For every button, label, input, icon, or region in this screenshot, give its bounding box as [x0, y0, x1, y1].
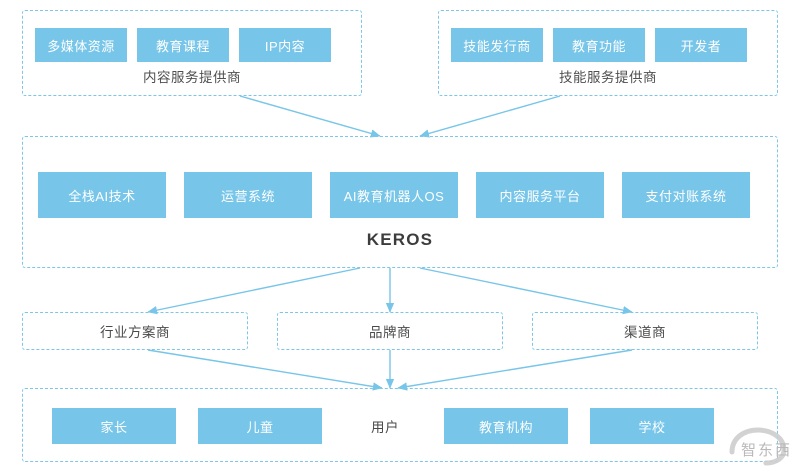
- connector-industry-to-users: [147, 349, 383, 391]
- connector-channel-to-users: [397, 349, 633, 391]
- chip-operation-system[interactable]: 运营系统: [184, 172, 312, 218]
- group-industry-solution-provider: [22, 312, 248, 350]
- connector-platform-to-industry: [147, 267, 361, 315]
- chip-ai-education-robot-os[interactable]: AI教育机器人OS: [330, 172, 458, 218]
- caption-content-service-provider: 内容服务提供商: [143, 70, 241, 85]
- connector-platform-to-channel: [419, 267, 633, 315]
- label-channel-partner: 渠道商: [624, 325, 666, 340]
- group-brand-owner: [277, 312, 503, 350]
- chip-skill-publisher[interactable]: 技能发行商: [451, 28, 543, 62]
- group-content-service-provider: [22, 10, 362, 96]
- chip-school[interactable]: 学校: [590, 408, 714, 444]
- chip-education-function[interactable]: 教育功能: [553, 28, 645, 62]
- chip-education-institution[interactable]: 教育机构: [444, 408, 568, 444]
- connector-skill-to-platform: [419, 95, 561, 138]
- chip-child[interactable]: 儿童: [198, 408, 322, 444]
- caption-skill-service-provider: 技能服务提供商: [559, 70, 657, 85]
- label-industry-solution-provider: 行业方案商: [100, 325, 170, 340]
- platform-name-keros: KEROS: [366, 230, 434, 249]
- chip-multimedia-resource[interactable]: 多媒体资源: [35, 28, 127, 62]
- chip-parent[interactable]: 家长: [52, 408, 176, 444]
- watermark-logo-icon: [729, 427, 787, 466]
- watermark-text: 智东西: [740, 441, 792, 459]
- label-brand-owner: 品牌商: [369, 325, 411, 340]
- connector-content-to-platform: [239, 95, 381, 138]
- chip-ip-content[interactable]: IP内容: [239, 28, 331, 62]
- group-skill-service-provider: [438, 10, 778, 96]
- group-platform-layer: [22, 136, 778, 268]
- label-user-layer-caption: 用户: [371, 420, 399, 435]
- group-channel-partner: [532, 312, 758, 350]
- chip-education-course[interactable]: 教育课程: [137, 28, 229, 62]
- group-user-layer: [22, 388, 778, 462]
- chip-full-stack-ai[interactable]: 全栈AI技术: [38, 172, 166, 218]
- chip-payment-settlement-system[interactable]: 支付对账系统: [622, 172, 750, 218]
- chip-developer[interactable]: 开发者: [655, 28, 747, 62]
- chip-content-service-platform[interactable]: 内容服务平台: [476, 172, 604, 218]
